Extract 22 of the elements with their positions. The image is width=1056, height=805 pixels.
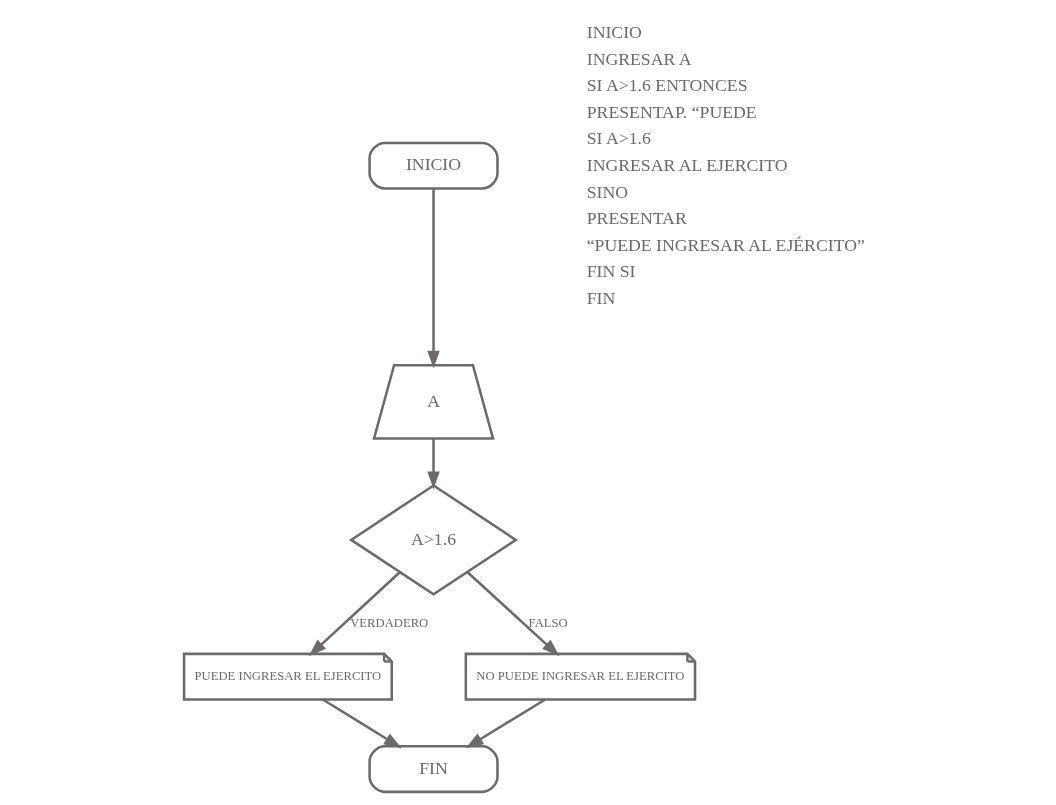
label: SI A>1.6 [586, 128, 651, 149]
node-diamond: A>1.6 [348, 483, 518, 596]
label: INGRESAR A [586, 48, 692, 69]
label: FIN [586, 287, 615, 308]
label: “PUEDE INGRESAR AL EJÉRCITO” [586, 234, 865, 255]
label: INGRESAR AL EJERCITO [586, 155, 788, 176]
arrow [466, 571, 559, 657]
arrow [426, 438, 440, 490]
edge-label: VERDADERO [349, 616, 428, 631]
label: INICIO [586, 22, 642, 43]
arrow [465, 698, 546, 749]
arrow [308, 571, 401, 657]
label: FIN SI [586, 261, 635, 282]
node-box: INICIO [367, 141, 499, 190]
label: SINO [586, 181, 628, 202]
edge-label: FALSO [528, 616, 568, 631]
label: PRESENTAR [586, 208, 687, 229]
node-box: FIN [367, 745, 499, 794]
arrow [426, 188, 440, 369]
label: PRESENTAP. “PUEDE [586, 101, 757, 122]
label: SI A>1.6 ENTONCES [586, 75, 748, 96]
arrow [321, 698, 402, 749]
